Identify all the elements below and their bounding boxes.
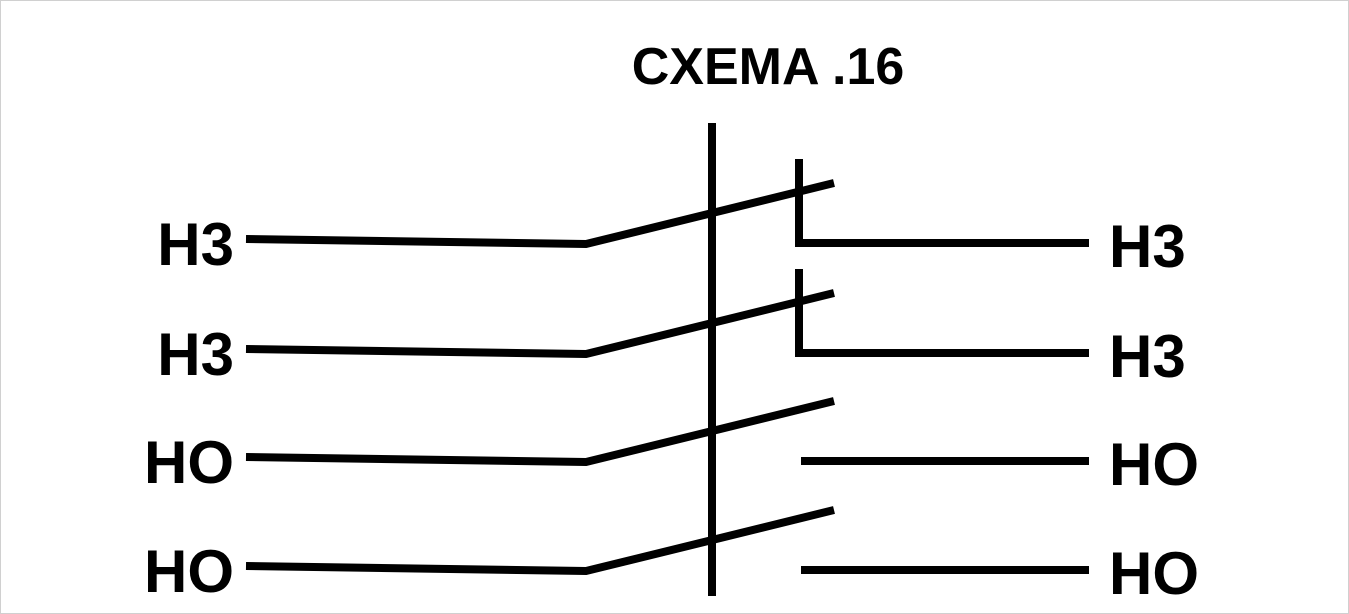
right-contact-hook — [795, 269, 1089, 357]
right-contact-hook — [795, 159, 1089, 247]
right-label: H3 — [1109, 323, 1186, 390]
left-label: HO — [144, 538, 234, 605]
left-contact-line — [245, 397, 835, 467]
right-label: HO — [1109, 540, 1199, 607]
left-label: H3 — [157, 211, 234, 278]
right-label: HO — [1109, 431, 1199, 498]
left-label: H3 — [157, 321, 234, 388]
right-label: H3 — [1109, 213, 1186, 280]
left-contact-line — [245, 506, 835, 576]
diagram-title: CXEMA .16 — [632, 38, 905, 96]
left-contact-line — [245, 179, 835, 249]
left-label: HO — [144, 429, 234, 496]
left-contact-line — [245, 289, 835, 359]
